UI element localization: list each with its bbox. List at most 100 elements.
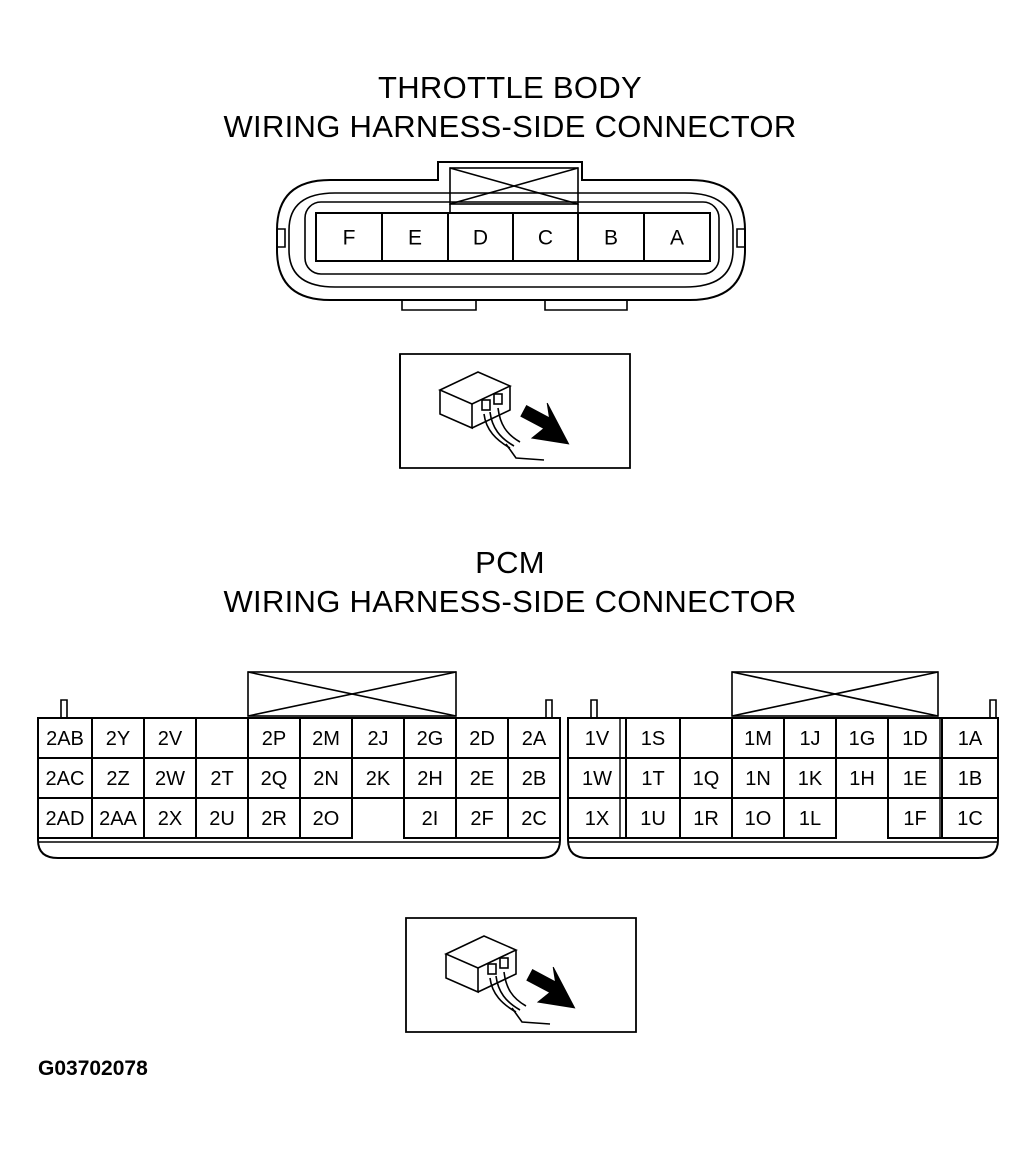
terminal-label: 2Y [106, 728, 130, 750]
terminal-2J: 2J [351, 717, 405, 759]
terminal-label: 2A [522, 728, 547, 750]
terminal-2AA: 2AA [91, 797, 145, 839]
terminal-2B: 2B [507, 757, 561, 799]
terminal-2O: 2O [299, 797, 353, 839]
terminal-1W: 1W [567, 757, 627, 799]
terminal-2Q: 2Q [247, 757, 301, 799]
terminal-2K: 2K [351, 757, 405, 799]
terminal-1X: 1X [567, 797, 627, 839]
terminal-1F: 1F [887, 797, 943, 839]
terminal-label: 2R [261, 808, 287, 830]
terminal-2F: 2F [455, 797, 509, 839]
terminal-2V: 2V [143, 717, 197, 759]
terminal-label: 1D [902, 728, 928, 750]
terminal-label: 2X [158, 808, 182, 830]
pcm-title-line2: WIRING HARNESS-SIDE CONNECTOR [223, 584, 797, 619]
terminal-1J: 1J [783, 717, 837, 759]
terminal-2G: 2G [403, 717, 457, 759]
terminal-label: 2Q [261, 768, 288, 790]
terminal-1V: 1V [567, 717, 627, 759]
terminal-1L: 1L [783, 797, 837, 839]
terminal-1Q: 1Q [679, 757, 733, 799]
terminal-label: E [408, 227, 422, 250]
terminal-label: 1M [744, 728, 772, 750]
terminal-2H: 2H [403, 757, 457, 799]
terminal-2X: 2X [143, 797, 197, 839]
terminal-label: 1S [641, 728, 665, 750]
terminal-C: C [512, 212, 579, 262]
terminal-label: 1E [903, 768, 927, 790]
terminal-label: 2AD [46, 808, 85, 830]
terminal-label: A [670, 227, 684, 250]
terminal-label: 2C [521, 808, 547, 830]
terminal-D: D [447, 212, 514, 262]
terminal-2M: 2M [299, 717, 353, 759]
terminal-2AC: 2AC [37, 757, 93, 799]
terminal-2U: 2U [195, 797, 249, 839]
throttle-title-line2: WIRING HARNESS-SIDE CONNECTOR [223, 109, 797, 144]
terminal-2I: 2I [403, 797, 457, 839]
terminal-2AD: 2AD [37, 797, 93, 839]
terminal-label: D [473, 227, 488, 250]
pcm-title-line1: PCM [475, 545, 545, 580]
terminal-1D: 1D [887, 717, 943, 759]
terminal-label: 1O [745, 808, 772, 830]
terminal-label: 2E [470, 768, 494, 790]
view-direction-inset-bottom [405, 917, 637, 1033]
view-arrow-icon [520, 402, 570, 445]
terminal-label: 1X [585, 808, 609, 830]
terminal-2A: 2A [507, 717, 561, 759]
terminal-label: 1G [849, 728, 876, 750]
terminal-2T: 2T [195, 757, 249, 799]
terminal-label: 2M [312, 728, 340, 750]
figure-id: G03702078 [38, 1057, 148, 1080]
terminal-2Y: 2Y [91, 717, 145, 759]
terminal-label: 1J [799, 728, 820, 750]
throttle-title-line1: THROTTLE BODY [378, 70, 642, 105]
terminal-label: 1H [849, 768, 875, 790]
terminal-1A: 1A [941, 717, 999, 759]
terminal-2P: 2P [247, 717, 301, 759]
connector-sketch-icon [444, 935, 551, 1025]
terminal-label: 1A [958, 728, 983, 750]
terminal-label: 1R [693, 808, 719, 830]
terminal-label: 2K [366, 768, 391, 790]
terminal-label: 2I [422, 808, 439, 830]
terminal-1O: 1O [731, 797, 785, 839]
terminal-label: 2V [158, 728, 183, 750]
terminal-label: C [538, 227, 553, 250]
terminal-2E: 2E [455, 757, 509, 799]
terminal-A: A [643, 212, 711, 262]
terminal-label: 2B [522, 768, 546, 790]
terminal-label: 2H [417, 768, 443, 790]
terminal-label: 2P [262, 728, 286, 750]
terminal-label: 1Q [693, 768, 720, 790]
terminal-1G: 1G [835, 717, 889, 759]
terminal-label: 2N [313, 768, 339, 790]
terminal-label: 2Z [106, 768, 129, 790]
terminal-1T: 1T [625, 757, 681, 799]
terminal-label: 1F [903, 808, 926, 830]
terminal-label: 2T [210, 768, 233, 790]
terminal-2W: 2W [143, 757, 197, 799]
terminal-2R: 2R [247, 797, 301, 839]
terminal-label: 1C [957, 808, 983, 830]
terminal-1H: 1H [835, 757, 889, 799]
terminal-1N: 1N [731, 757, 785, 799]
view-arrow-icon [526, 966, 576, 1009]
terminal-label: 2G [417, 728, 444, 750]
terminal-B: B [577, 212, 645, 262]
terminal-1C: 1C [941, 797, 999, 839]
terminal-label: 2AA [99, 808, 137, 830]
terminal-label: 2AC [46, 768, 85, 790]
view-direction-inset-top [399, 353, 631, 469]
terminal-label: 1K [798, 768, 823, 790]
terminal-1E: 1E [887, 757, 943, 799]
terminal-label: B [604, 227, 618, 250]
terminal-E: E [381, 212, 449, 262]
terminal-2Z: 2Z [91, 757, 145, 799]
